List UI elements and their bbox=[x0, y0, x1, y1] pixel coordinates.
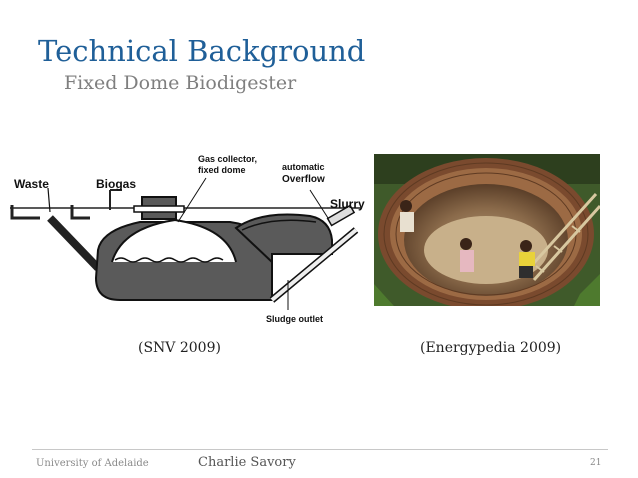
caption-diagram-source: (SNV 2009) bbox=[138, 340, 221, 356]
label-slurry: Slurry bbox=[330, 197, 365, 211]
label-gas-collector-1: Gas collector, bbox=[198, 154, 257, 164]
label-sludge-outlet: Sludge outlet bbox=[266, 314, 323, 324]
construction-photo bbox=[374, 154, 600, 306]
label-overflow-1: automatic bbox=[282, 162, 325, 172]
footer-institution: University of Adelaide bbox=[36, 458, 149, 469]
label-waste: Waste bbox=[14, 177, 49, 191]
page-number: 21 bbox=[590, 458, 602, 468]
biodigester-diagram: Waste Biogas Gas collector, fixed dome a… bbox=[10, 154, 365, 324]
caption-photo-source: (Energypedia 2009) bbox=[420, 340, 562, 356]
slide-subtitle: Fixed Dome Biodigester bbox=[64, 72, 297, 94]
slide-title: Technical Background bbox=[38, 34, 366, 68]
label-gas-collector-2: fixed dome bbox=[198, 165, 246, 175]
label-overflow-2: Overflow bbox=[282, 174, 325, 185]
outlet-chamber bbox=[234, 213, 333, 265]
footer-divider bbox=[32, 449, 608, 450]
footer-author: Charlie Savory bbox=[198, 455, 296, 470]
label-biogas: Biogas bbox=[96, 177, 136, 191]
